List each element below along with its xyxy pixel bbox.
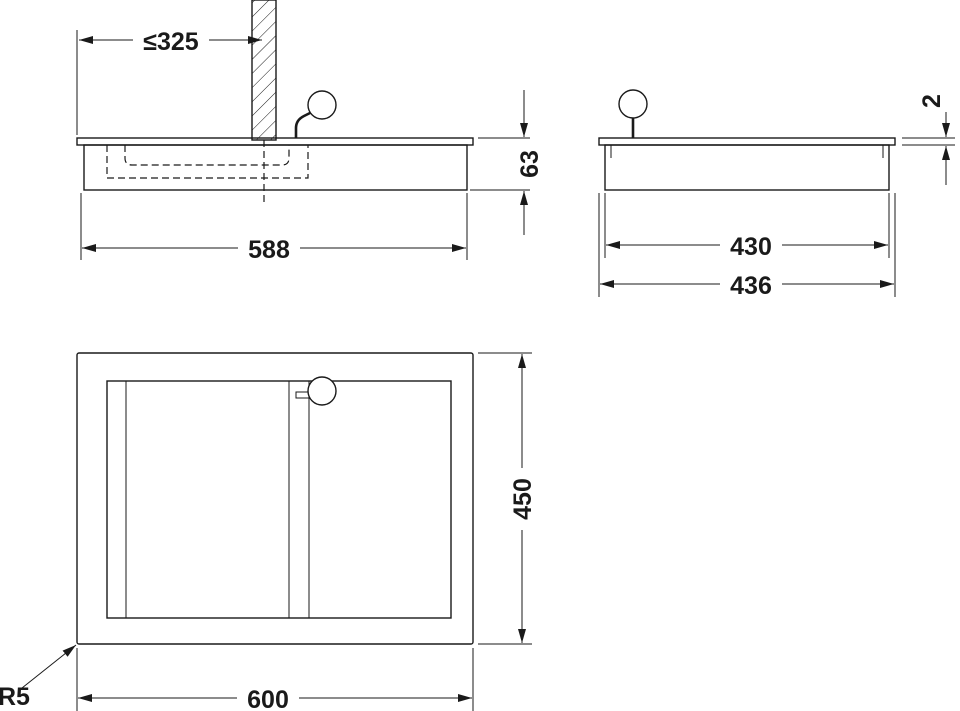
label-bg-600 (237, 684, 299, 711)
label-bg-325 (133, 26, 209, 54)
label-bg-436 (720, 270, 782, 298)
dim-label-width-side: 588 (248, 236, 290, 264)
tap-stem-top (295, 391, 310, 399)
tap-knob-front (618, 89, 648, 119)
label-bg-450 (508, 468, 536, 530)
tap-stem-side (294, 109, 315, 138)
wall-section (251, 0, 277, 141)
label-bg-588 (238, 234, 300, 262)
hidden-inner-bowl (106, 145, 309, 179)
sink-bowl-side (83, 144, 468, 191)
dim-label-height-side: 63 (516, 150, 544, 178)
dim-label-inner-width-front: 430 (730, 233, 772, 261)
tap-knob-side (307, 90, 337, 120)
dim-label-outer-width-front: 436 (730, 272, 772, 300)
sink-outline-top (76, 352, 474, 645)
radius-leader (21, 644, 77, 689)
dim-label-corner-radius: R5 (0, 683, 30, 711)
tap-knob-top (307, 376, 337, 406)
bowl-outline-top (106, 380, 452, 619)
side-view: ≤325 588 63 (76, 0, 544, 264)
front-view: 430 436 2 (598, 89, 955, 300)
sink-rim-front (598, 137, 896, 146)
dim-label-rim-thickness: 2 (918, 94, 946, 108)
hidden-drain-line (124, 145, 290, 166)
dim-label-depth-top: 450 (509, 478, 537, 520)
dim-label-max-offset: ≤325 (143, 28, 199, 56)
dim-label-width-top: 600 (247, 686, 289, 711)
label-bg-430 (720, 231, 782, 259)
top-view: 450 600 R5 (0, 352, 537, 711)
sink-bowl-front (604, 144, 890, 191)
